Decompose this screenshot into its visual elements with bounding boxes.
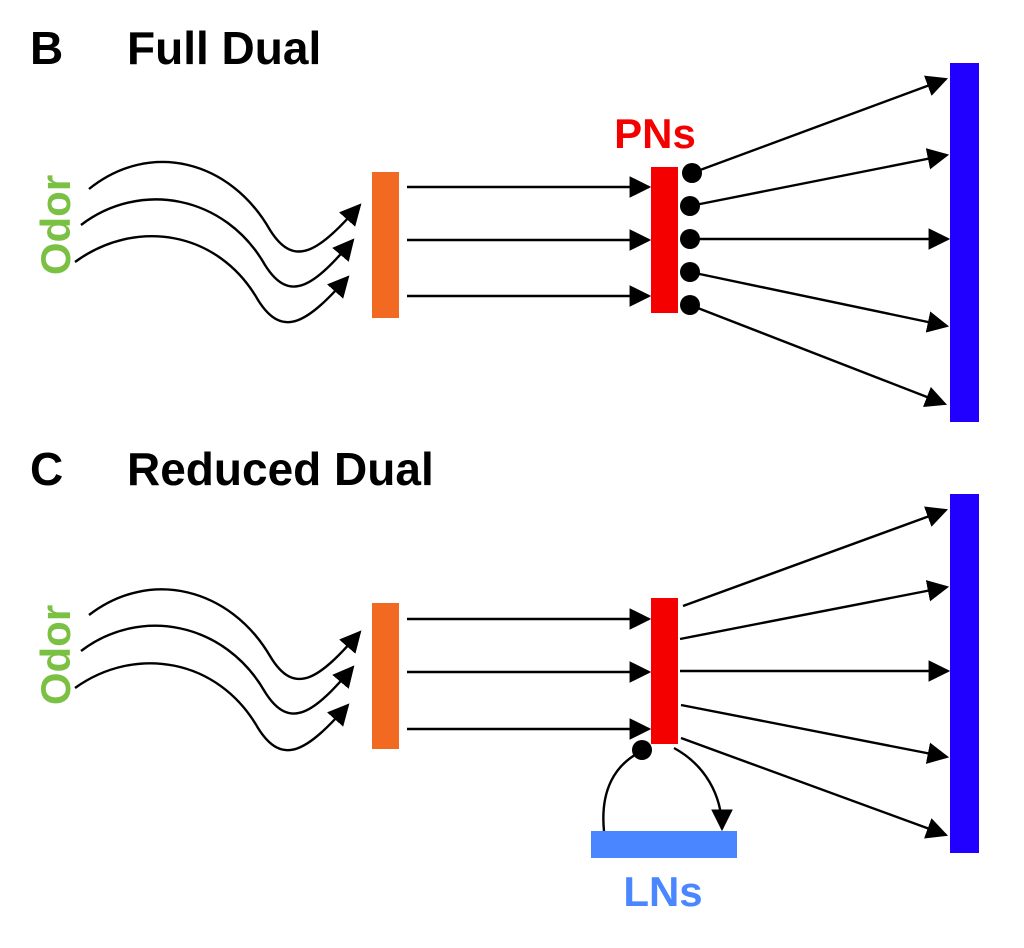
odor-input-arrows	[74, 160, 362, 324]
synapse-dot	[680, 196, 700, 216]
panel-reduced-dual: C Reduced Dual Odor LN	[30, 443, 979, 915]
connection-arrow	[682, 506, 949, 608]
odor-arrow	[80, 198, 355, 288]
odor-input-arrows	[74, 588, 362, 752]
kc-layer-bar	[950, 63, 979, 422]
pn-to-ln-arrow	[673, 746, 733, 832]
inhibitory-synapses	[680, 163, 702, 315]
odor-arrow	[74, 662, 350, 752]
odor-label: Odor	[32, 605, 79, 705]
synapse-dot	[632, 740, 652, 760]
synapse-dot	[682, 163, 702, 183]
pn-layer-bar	[651, 598, 678, 744]
ln-layer-bar	[591, 831, 737, 858]
connection-arrow	[691, 75, 949, 175]
synapse-dot	[680, 262, 700, 282]
pn-label: PNs	[614, 110, 696, 157]
receptor-layer-bar	[372, 603, 399, 749]
panel-full-dual: B Full Dual Odor PNs	[30, 22, 979, 422]
panel-title: Full Dual	[127, 22, 321, 74]
ln-feedback-loop	[602, 740, 733, 832]
odor-label: Odor	[32, 175, 79, 275]
receptor-to-pn-arrows	[407, 608, 652, 740]
receptor-layer-bar	[372, 172, 399, 318]
odor-arrow	[88, 588, 362, 681]
odor-arrow	[74, 235, 350, 324]
connection-arrow	[680, 703, 950, 764]
kc-layer-bar	[950, 494, 979, 853]
connection-arrow	[689, 270, 950, 333]
panel-letter: B	[30, 22, 63, 74]
connection-arrow	[689, 148, 950, 208]
synapse-dot	[680, 295, 700, 315]
ln-to-pn-inhibition	[602, 750, 641, 832]
odor-arrow	[80, 624, 355, 715]
connection-arrow	[679, 580, 950, 641]
connection-arrow	[680, 736, 949, 839]
synapse-dot	[680, 229, 700, 249]
receptor-to-pn-arrows	[407, 176, 652, 307]
panel-title: Reduced Dual	[127, 443, 434, 495]
pn-layer-bar	[651, 167, 678, 313]
connection-arrow	[689, 303, 948, 408]
ln-label: LNs	[623, 868, 702, 915]
pn-to-kc-arrows	[689, 75, 951, 408]
odor-arrow	[88, 160, 362, 253]
panel-letter: C	[30, 443, 63, 495]
pn-to-kc-arrows	[679, 506, 951, 839]
